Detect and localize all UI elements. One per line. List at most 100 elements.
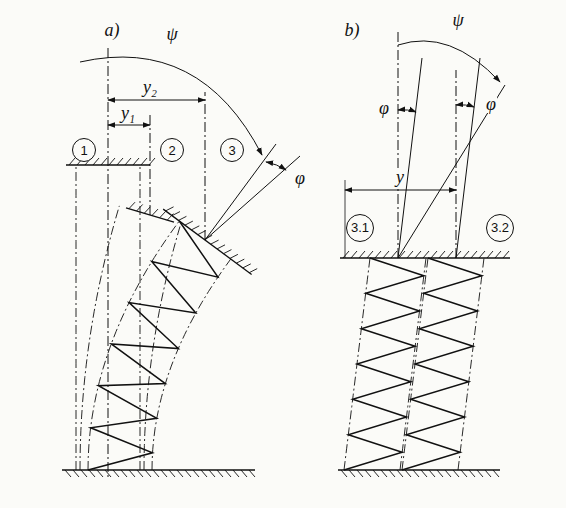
hatching — [413, 470, 419, 477]
hatching — [243, 264, 251, 268]
spring-coil — [88, 221, 218, 470]
hatching — [461, 470, 467, 477]
callout-circle: 3.1 — [346, 214, 374, 242]
hatching — [217, 470, 223, 477]
hatching — [166, 207, 174, 211]
callout-circle: 2 — [160, 138, 184, 162]
hatching — [185, 221, 193, 225]
dimension-line — [108, 100, 205, 101]
spring-outline — [458, 258, 484, 470]
hatching — [477, 470, 483, 477]
hatching — [201, 470, 207, 477]
angle-symbol: φ — [294, 169, 306, 187]
hatching — [117, 158, 123, 165]
hatching — [469, 470, 475, 477]
hatching — [431, 251, 437, 258]
hatching — [178, 216, 186, 220]
dimension-label: y — [395, 168, 405, 186]
hatching — [101, 158, 107, 165]
hatching — [479, 251, 485, 258]
hatching — [373, 470, 379, 477]
spring-outline — [76, 165, 77, 470]
hatching — [125, 158, 131, 165]
angle-arc — [398, 41, 500, 82]
hatching — [341, 470, 347, 477]
spring-coil — [402, 258, 482, 470]
angle-symbol: ψ — [165, 25, 178, 43]
callout-circle: 1 — [72, 138, 96, 162]
hatching — [381, 470, 387, 477]
hatching — [153, 470, 159, 477]
hatching — [185, 470, 191, 477]
hatching — [365, 470, 371, 477]
hatching — [137, 204, 143, 211]
hatching — [236, 259, 244, 263]
center-line — [150, 115, 151, 215]
hatching — [429, 470, 435, 477]
angle-arc — [456, 105, 474, 107]
center-line — [205, 92, 206, 240]
hatching — [169, 470, 175, 477]
hatching — [198, 231, 206, 235]
callout-circle: 3.2 — [486, 214, 514, 242]
hatching — [485, 470, 491, 477]
center-line — [398, 30, 399, 258]
hatching — [211, 240, 219, 244]
top-plate — [340, 257, 510, 258]
hatching — [160, 211, 166, 218]
hatching — [225, 470, 231, 477]
hatching — [367, 251, 373, 258]
hatching — [399, 251, 405, 258]
hatching — [137, 470, 143, 477]
spring-outline — [152, 259, 231, 470]
hatching — [503, 251, 509, 258]
hatching — [415, 251, 421, 258]
hatching — [161, 470, 167, 477]
callout-circle: 3 — [220, 138, 244, 162]
callout-number: 1 — [80, 144, 87, 157]
hatching — [343, 251, 349, 258]
hatching — [249, 470, 255, 477]
dimension-label: y₂ — [142, 78, 158, 96]
spring-coil — [344, 258, 424, 470]
hatching — [141, 158, 147, 165]
hatching — [421, 470, 427, 477]
dimension-line — [345, 190, 456, 191]
hatching — [241, 470, 247, 477]
hatching — [447, 251, 453, 258]
hatching — [69, 158, 75, 165]
hatching — [383, 251, 389, 258]
hatching — [357, 470, 363, 477]
axis-line — [456, 58, 480, 258]
hatching — [359, 251, 365, 258]
hatching — [397, 470, 403, 477]
callout-number: 3.1 — [351, 221, 369, 234]
hatching — [145, 470, 151, 477]
hatching — [149, 158, 155, 165]
base-plate — [338, 469, 500, 470]
center-line — [108, 48, 109, 478]
angle-arc — [398, 110, 416, 112]
angle-arc — [266, 162, 286, 170]
tilted-plate — [163, 209, 251, 274]
hatching — [129, 470, 135, 477]
hatching — [193, 470, 199, 477]
axis-line — [205, 156, 300, 240]
hatching — [217, 245, 225, 249]
angle-symbol: φ — [485, 95, 497, 113]
hatching — [463, 251, 469, 258]
dimension-label: y₁ — [120, 104, 136, 122]
angle-symbol: φ — [378, 99, 390, 117]
dimension-line — [108, 125, 150, 126]
hatching — [133, 158, 139, 165]
hatching — [172, 212, 180, 216]
hatching — [105, 470, 111, 477]
hatching — [233, 470, 239, 477]
callout-number: 3 — [228, 144, 235, 157]
spring-outline — [80, 206, 119, 470]
hatching — [405, 470, 411, 477]
hatching — [439, 251, 445, 258]
hatching — [453, 470, 459, 477]
